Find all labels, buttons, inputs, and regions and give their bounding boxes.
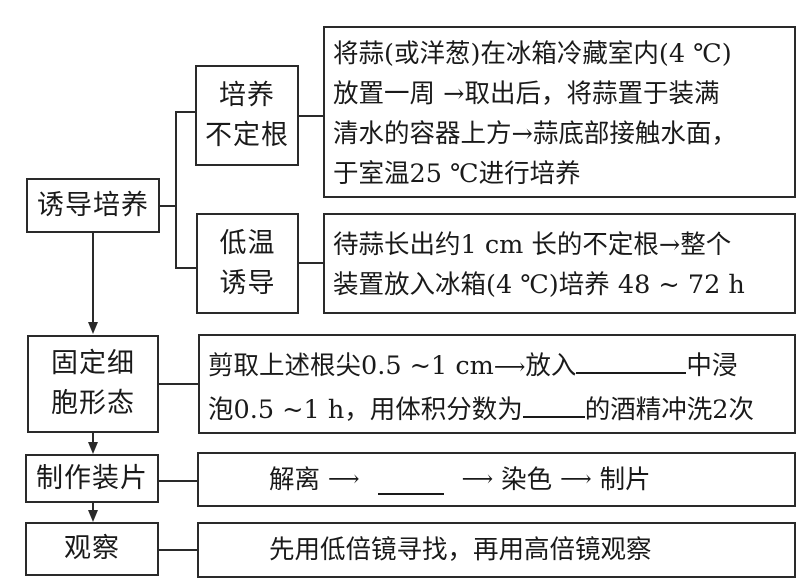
detail-line: 于室温25 ℃进行培养 [333,159,581,189]
detail-text: 剪取上述根尖0.5 ~1 cm [208,351,494,381]
connector [158,383,199,385]
detail-line: 将蒜(或洋葱)在冰箱冷藏室内(4 ℃) [333,39,732,69]
substep-label-line: 低温 [219,227,276,259]
connector [175,111,196,113]
flow-line [92,502,94,512]
connector [158,480,198,482]
arrow-down-icon [88,510,98,522]
flow-step: 制片 [599,464,651,495]
detail-text: 泡0.5 ~1 h，用体积分数为 [208,395,523,425]
detail-fix-cell-shape: 剪取上述根尖0.5 ~1 cm⟶放入 中浸 泡0.5 ~1 h，用体积分数为 的酒精… [198,334,796,434]
detail-text: 的酒精冲洗2次 [584,395,755,425]
flow-step: 解离 [269,464,321,495]
bracket [175,111,177,269]
substep-label-line: 诱导 [219,267,276,299]
detail-line: 待蒜长出约1 cm 长的不定根→整个 [333,230,732,260]
step-label: 制作装片 [36,462,148,494]
answer-blank-fixative[interactable] [576,344,687,374]
substep-root-culture: 培养 不定根 [195,65,299,166]
step-label-line: 胞形态 [51,388,135,419]
detail-low-temp-induction: 待蒜长出约1 cm 长的不定根→整个 装置放入冰箱(4 ℃)培养 48 ~ 72… [323,213,796,314]
answer-blank-rinse[interactable] [377,465,444,495]
connector [298,262,324,264]
detail-text: 放入 [525,351,577,381]
arrow-right-icon: ⟶ [328,466,360,492]
step-fix-cell-shape: 固定细 胞形态 [27,335,159,433]
step-label: 观察 [64,533,120,564]
detail-line: 清水的容器上方→蒜底部接触水面， [333,119,737,149]
detail-observe: 先用低倍镜寻找，再用高倍镜观察 [197,522,796,578]
connector [158,549,198,551]
connector [159,205,176,207]
detail-root-culture: 将蒜(或洋葱)在冰箱冷藏室内(4 ℃) 放置一周 →取出后，将蒜置于装满 清水的… [323,26,796,198]
answer-blank-alcohol-concentration[interactable] [522,388,585,418]
substep-label-line: 不定根 [205,119,289,151]
connector [175,267,196,269]
flow-step: 染色 [501,464,553,495]
step-observe: 观察 [25,522,159,576]
detail-text: 中浸 [686,351,738,381]
detail-line: 装置放入冰箱(4 ℃)培养 48 ~ 72 h [333,270,745,300]
step-make-slide: 制作装片 [25,454,159,503]
flow-line [92,432,94,444]
step-label: 诱导培养 [37,189,149,221]
substep-label-line: 培养 [219,79,275,111]
detail-text: 先用低倍镜寻找，再用高倍镜观察 [269,535,652,565]
detail-make-slide: 解离 ⟶ ⟶ 染色 ⟶ 制片 [197,452,796,507]
arrow-down-icon [88,442,98,454]
detail-line: 剪取上述根尖0.5 ~1 cm⟶放入 中浸 [208,344,794,388]
step-induction-culture: 诱导培养 [26,178,160,233]
detail-line: 放置一周 →取出后，将蒜置于装满 [333,79,720,109]
arrow-right-icon: ⟶ [461,466,494,492]
substep-low-temp-induction: 低温 诱导 [196,213,299,314]
flow-line [92,232,94,324]
detail-line: 泡0.5 ~1 h，用体积分数为 的酒精冲洗2次 [208,388,794,430]
arrow-right-icon: ⟶ [493,355,526,380]
arrow-down-icon [88,322,98,334]
arrow-right-icon: ⟶ [560,466,592,492]
connector [298,115,324,117]
step-label-line: 固定细 [51,348,135,379]
